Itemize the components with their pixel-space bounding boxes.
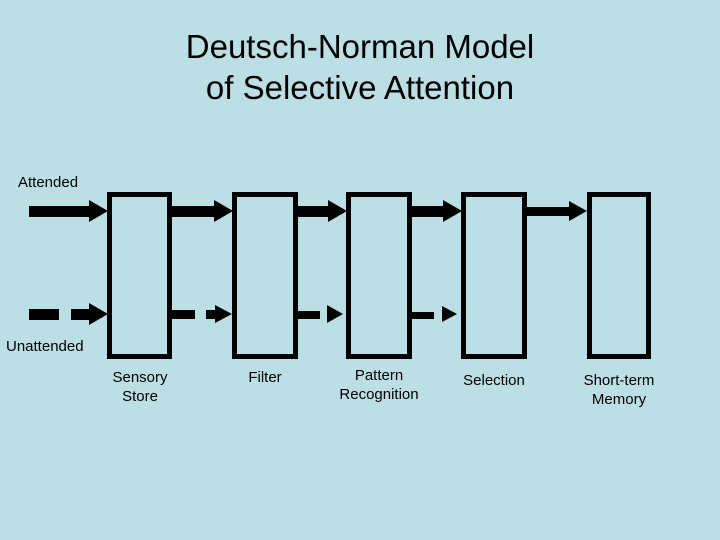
unattended-arrow-sensory-to-filter-shaft bbox=[206, 310, 217, 319]
page-title: Deutsch-Norman Model of Selective Attent… bbox=[0, 26, 720, 108]
unattended-arrow-input-shaft bbox=[71, 309, 91, 320]
attended-arrow-sensory-to-filter-head bbox=[214, 200, 233, 222]
attended-arrow-pattern-to-selection-head bbox=[443, 200, 462, 222]
unattended-arrow-filter-to-pattern-head bbox=[327, 305, 343, 323]
stage-box-short-term-memory[interactable] bbox=[587, 192, 651, 359]
stage-label-sensory-store: Sensory Store bbox=[112, 369, 168, 405]
page-title-line-2: of Selective Attention bbox=[205, 69, 515, 106]
attended-arrow-input-shaft bbox=[29, 206, 91, 217]
attended-arrow-pattern-to-selection-shaft bbox=[412, 206, 445, 217]
attended-channel-label: Attended bbox=[18, 174, 79, 191]
attended-arrow-selection-to-stm-shaft bbox=[527, 207, 572, 216]
stage-box-filter[interactable] bbox=[232, 192, 298, 359]
attended-arrow-filter-to-pattern-head bbox=[328, 200, 347, 222]
stage-box-sensory-store[interactable] bbox=[107, 192, 172, 359]
attended-arrow-input-head bbox=[89, 200, 108, 222]
attended-arrow-sensory-to-filter-shaft bbox=[172, 206, 216, 217]
unattended-arrow-sensory-to-filter-dash bbox=[172, 310, 195, 319]
unattended-arrow-pattern-to-selection-dash bbox=[412, 312, 434, 319]
stage-label-filter: Filter bbox=[248, 369, 282, 386]
unattended-arrow-sensory-to-filter-head bbox=[215, 305, 232, 323]
unattended-arrow-filter-to-pattern-dash bbox=[298, 311, 320, 319]
unattended-arrow-input-head bbox=[89, 303, 108, 325]
stage-box-pattern-recognition[interactable] bbox=[346, 192, 412, 359]
stage-label-pattern-recognition: Pattern Recognition bbox=[339, 367, 419, 403]
stage-box-selection[interactable] bbox=[461, 192, 527, 359]
unattended-channel-label: Unattended bbox=[6, 338, 84, 355]
page-title-line-1: Deutsch-Norman Model bbox=[185, 28, 535, 65]
stage-label-selection: Selection bbox=[463, 372, 525, 389]
stage-label-short-term-memory: Short-term Memory bbox=[583, 372, 655, 408]
unattended-arrow-pattern-to-selection-head bbox=[442, 306, 457, 322]
unattended-arrow-input-dash bbox=[29, 309, 59, 320]
attended-arrow-selection-to-stm-head bbox=[569, 201, 587, 221]
attended-arrow-filter-to-pattern-shaft bbox=[298, 206, 330, 217]
